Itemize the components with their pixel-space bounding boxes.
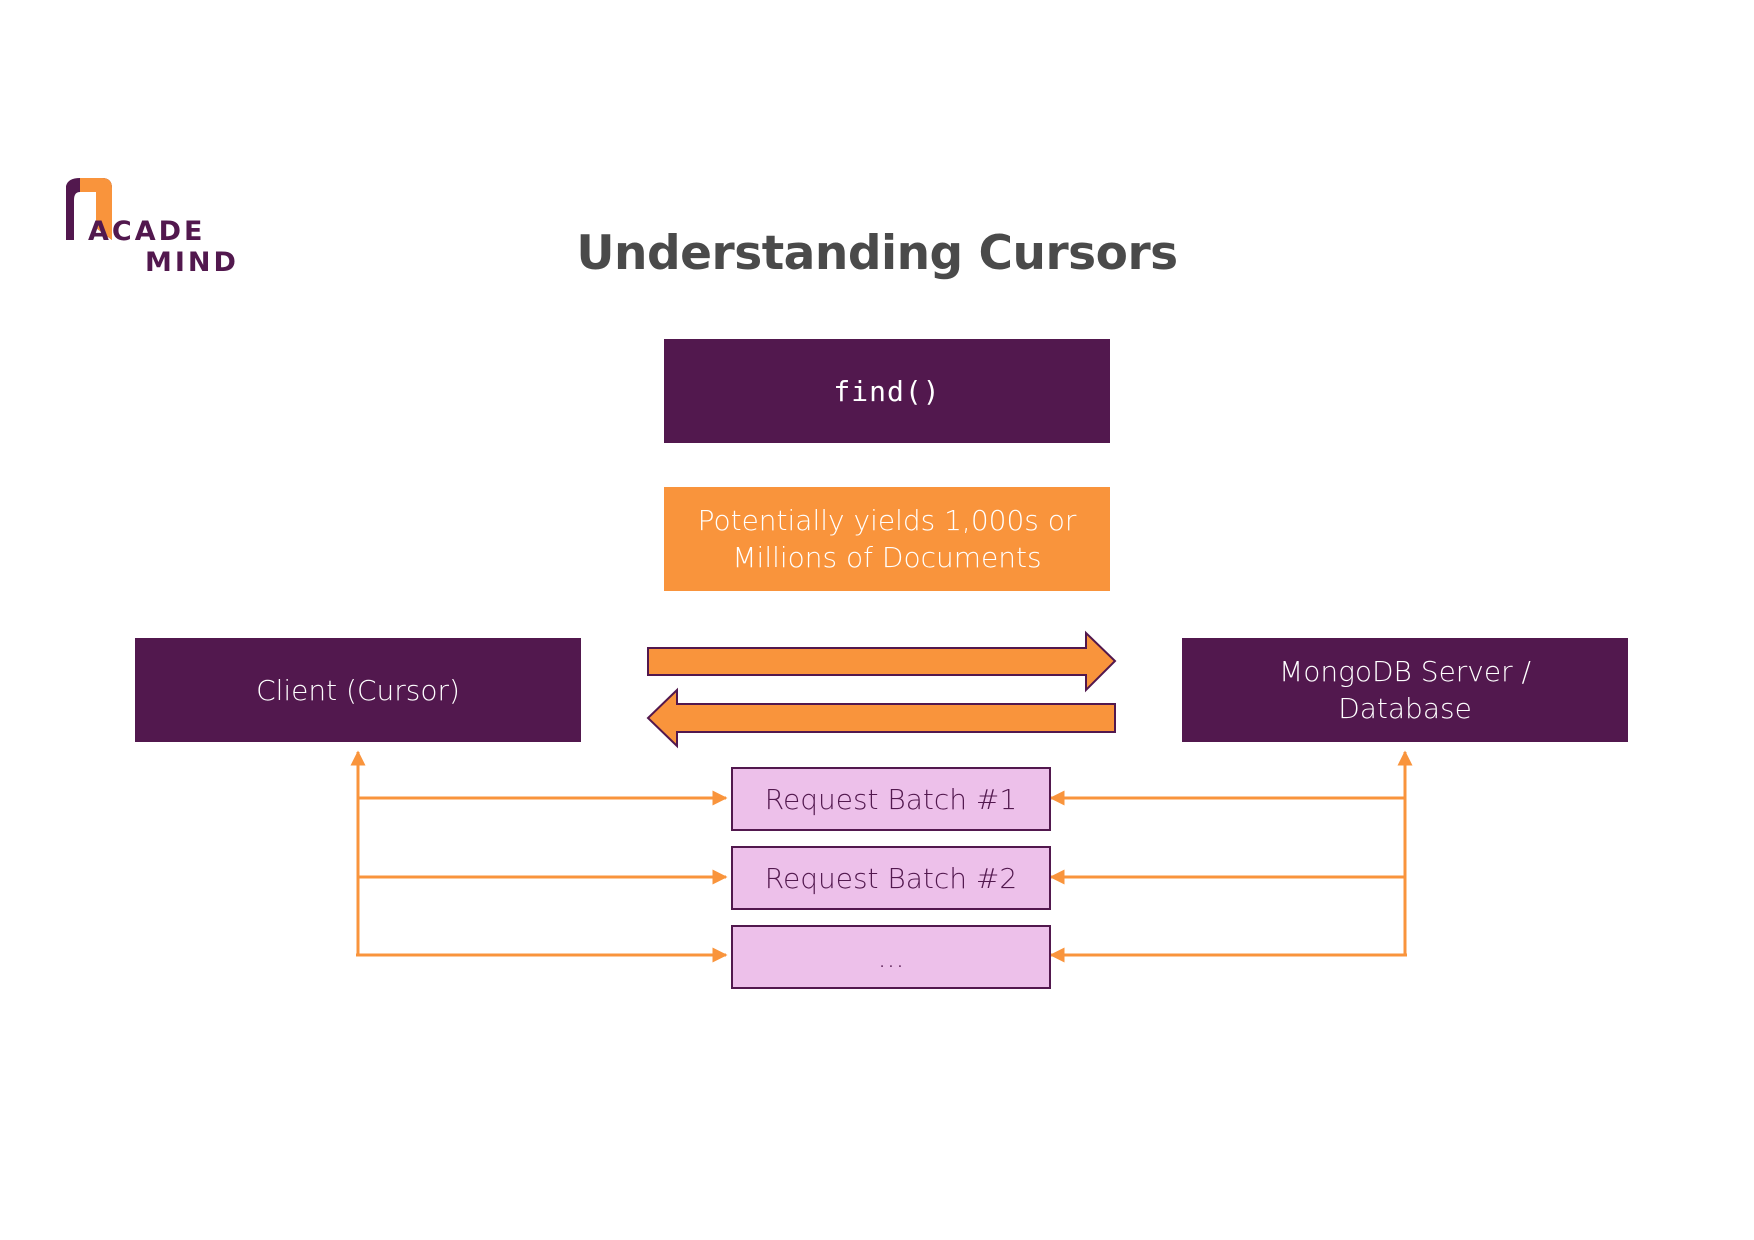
- server-box: MongoDB Server / Database: [1182, 638, 1628, 742]
- yields-box: Potentially yields 1,000s or Millions of…: [664, 487, 1110, 591]
- batch-box-1: Request Batch #1: [731, 767, 1051, 831]
- find-label: find(): [833, 374, 941, 408]
- batch-box-3: ...: [731, 925, 1051, 989]
- batch-label-1: Request Batch #1: [764, 782, 1018, 816]
- server-line-2: Database: [1338, 692, 1472, 725]
- batch-label-2: Request Batch #2: [764, 861, 1018, 895]
- yields-line-1: Potentially yields 1,000s or: [697, 504, 1077, 537]
- arrow-right-block: [647, 630, 1117, 693]
- academind-logo: ACADE MIND: [66, 178, 246, 278]
- page-title: Understanding Cursors: [576, 226, 1178, 281]
- server-line-1: MongoDB Server /: [1279, 655, 1531, 688]
- batch-label-3: ...: [877, 940, 905, 974]
- batch-box-2: Request Batch #2: [731, 846, 1051, 910]
- logo-text-line1: ACADE: [88, 216, 206, 247]
- logo-bookmark-icon: [66, 178, 112, 240]
- find-box: find(): [664, 339, 1110, 443]
- logo-text-line2: MIND: [145, 247, 239, 278]
- client-box: Client (Cursor): [135, 638, 581, 742]
- yields-line-2: Millions of Documents: [732, 541, 1042, 574]
- client-label: Client (Cursor): [256, 673, 460, 707]
- arrow-left-block: [646, 687, 1116, 749]
